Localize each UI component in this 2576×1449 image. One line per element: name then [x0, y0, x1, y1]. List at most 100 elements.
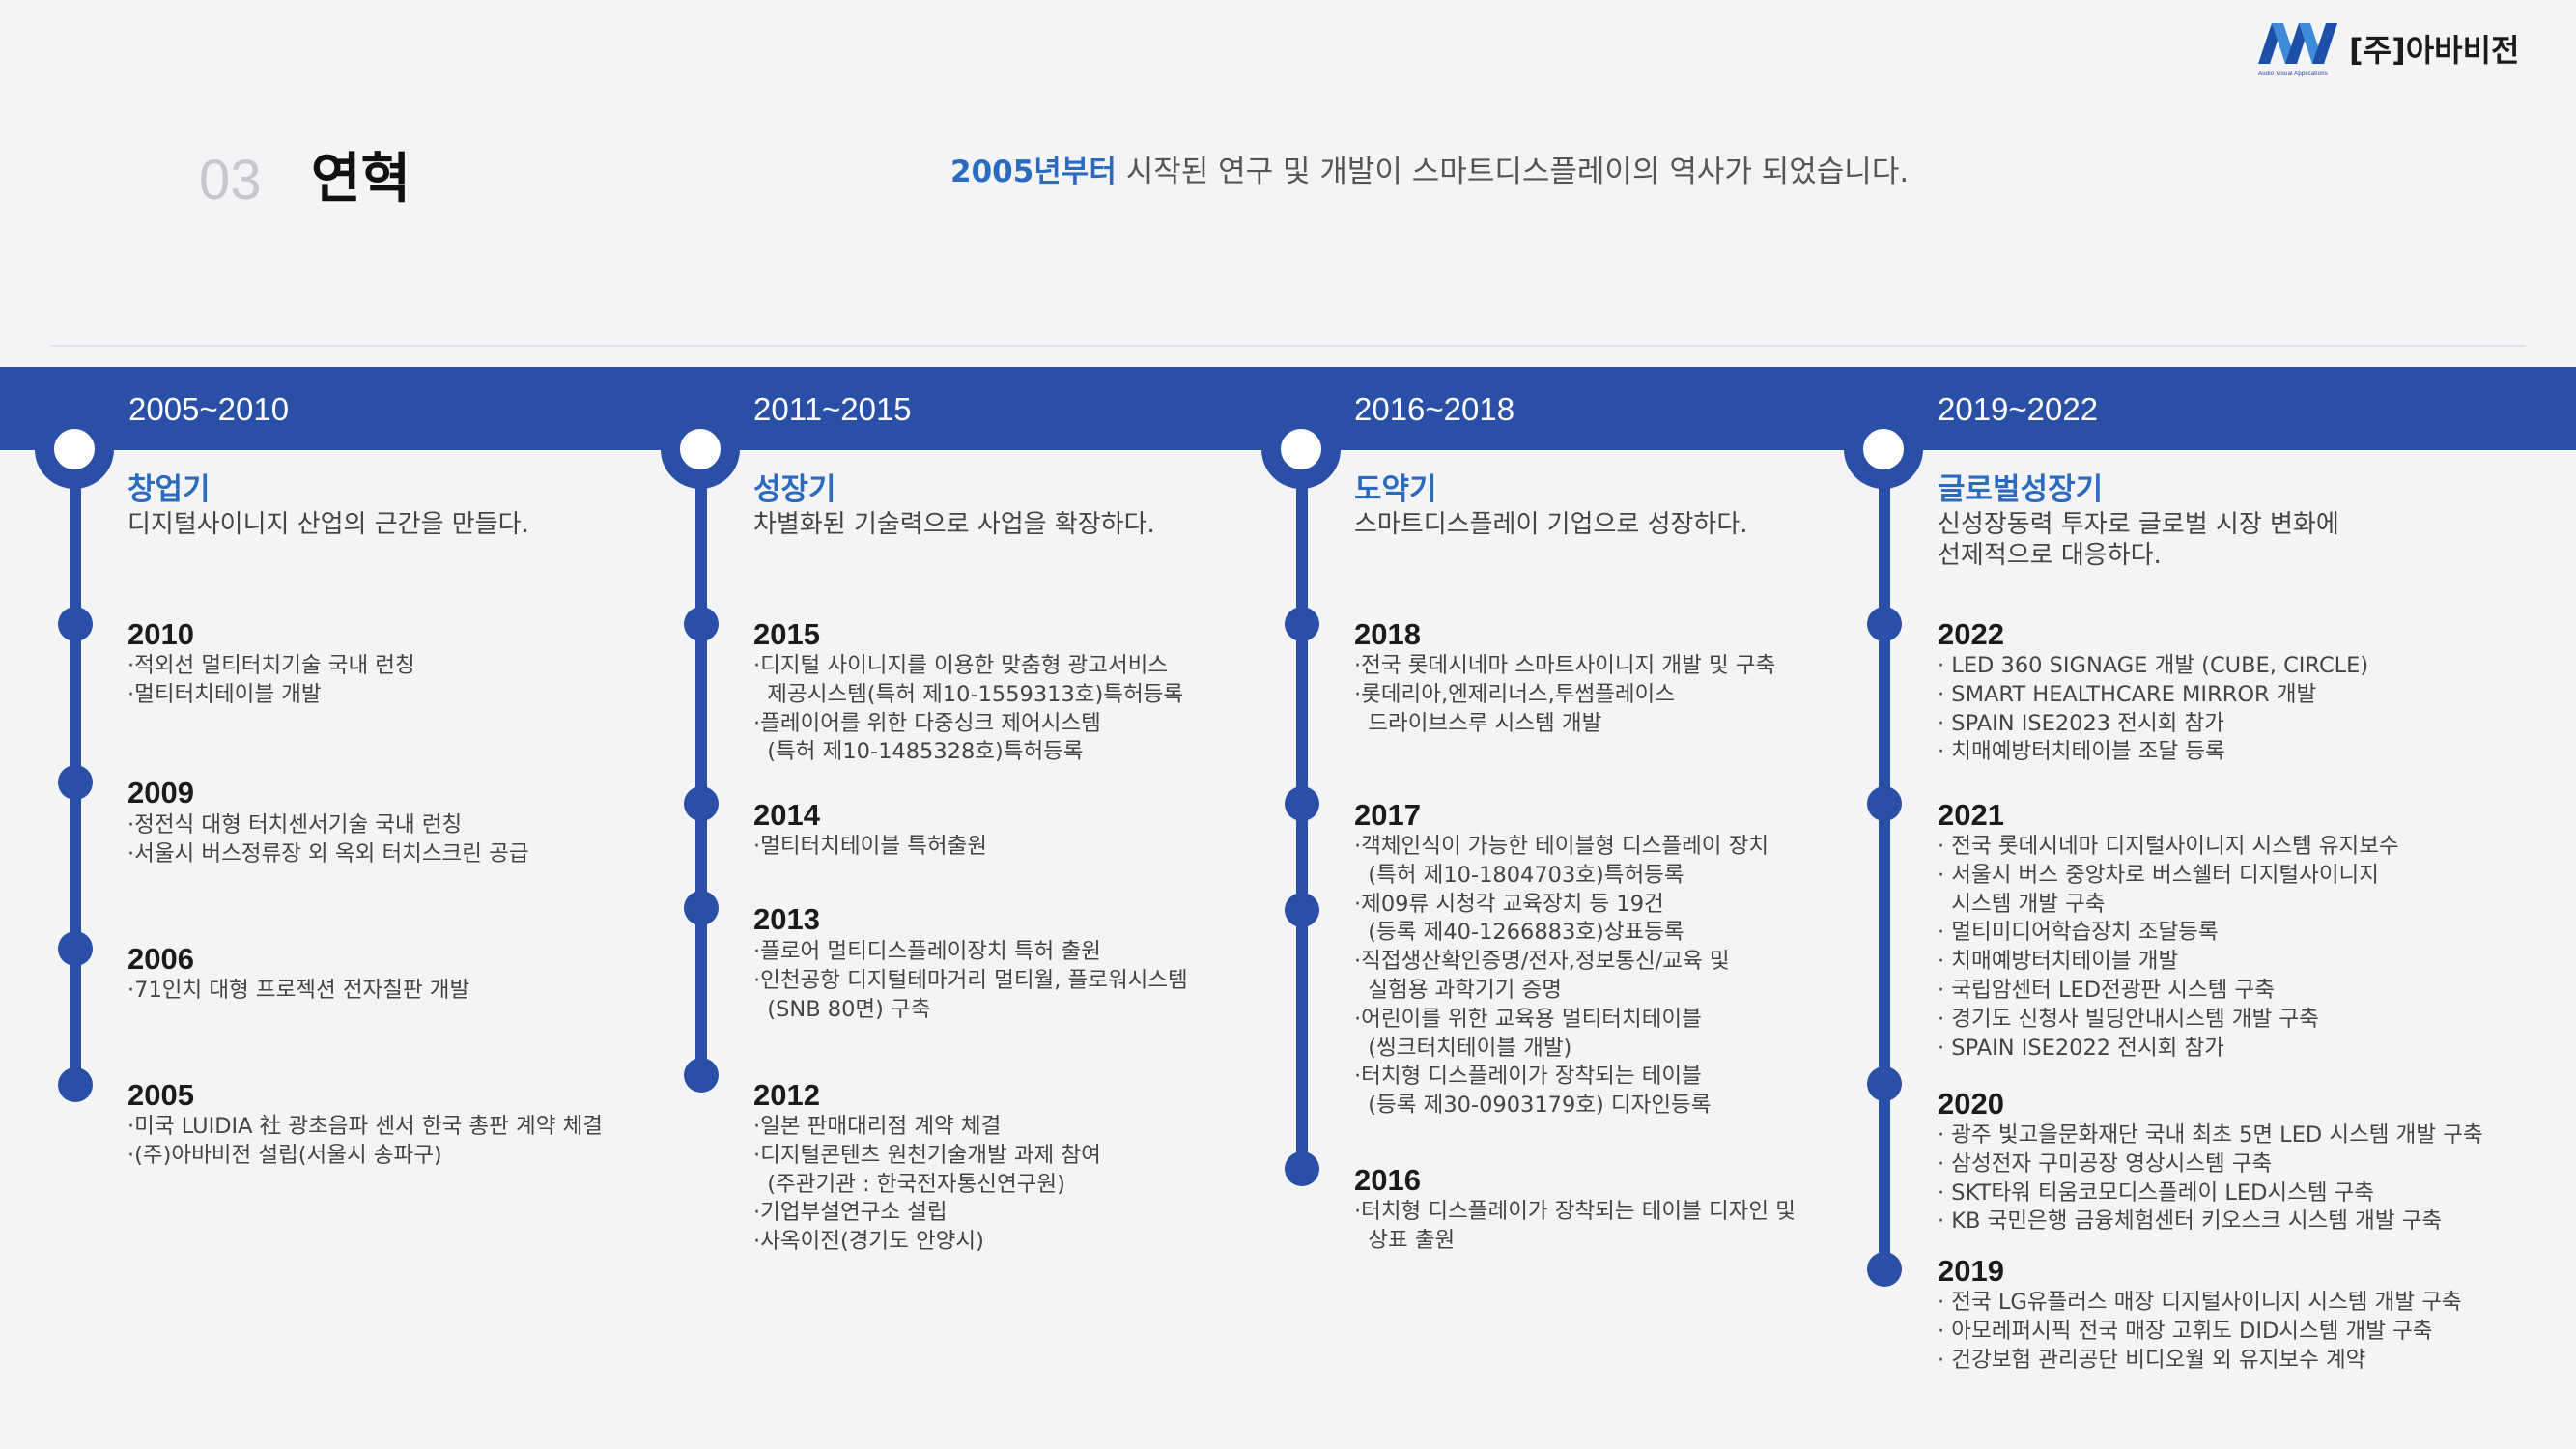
stage-title: 글로벌성장기 [1938, 472, 2104, 507]
year-marker [58, 607, 93, 641]
stage-title: 성장기 [753, 472, 836, 507]
timeline-line-2 [695, 444, 707, 1077]
year-label: 2020 [1938, 1087, 2004, 1121]
year-marker [1285, 893, 1319, 927]
history-item: 실험용 과학기기 증명 [1354, 977, 1562, 1003]
timeline-line-4 [1879, 444, 1890, 1270]
year-label: 2009 [127, 776, 194, 810]
stage-title: 도약기 [1354, 472, 1437, 507]
year-items: ·정전식 대형 터치센서기술 국내 런칭 ·서울시 버스정류장 외 옥외 터치스… [127, 811, 529, 869]
history-item: 시스템 개발 구축 [1938, 891, 2106, 917]
stage-desc: 디지털사이니지 산업의 근간을 만들다. [127, 510, 529, 539]
history-item: ·객체인식이 가능한 테이블형 디스플레이 장치 [1354, 834, 1769, 859]
year-marker [1867, 786, 1902, 821]
history-item: (등록 제40-1266883호)상표등록 [1354, 920, 1684, 946]
history-item: (특허 제10-1485328호)특허등록 [753, 739, 1084, 765]
year-items: ·플로어 멀티디스플레이장치 특허 출원 ·인천공항 디지털테마거리 멀티월, … [753, 938, 1188, 1024]
history-item: ·롯데리아,엔제리너스,투썸플레이스 [1354, 681, 1675, 707]
header-divider [50, 345, 2526, 347]
history-item: ·직접생산확인증명/전자,정보통신/교육 및 [1354, 949, 1730, 975]
period-label: 2019~2022 [1938, 391, 2099, 427]
history-item: · 삼성전자 구미공장 영상시스템 구축 [1938, 1151, 2273, 1177]
tagline-text: 시작된 연구 및 개발이 스마트디스플레이의 역사가 되었습니다. [1116, 155, 1910, 189]
history-item: 상표 출원 [1354, 1227, 1456, 1253]
year-marker [684, 891, 719, 925]
history-item: ·플레이어를 위한 다중싱크 제어시스템 [753, 710, 1101, 736]
year-label: 2010 [127, 617, 194, 651]
stage-desc: 신성장동력 투자로 글로벌 시장 변화에 선제적으로 대응하다. [1938, 510, 2339, 570]
history-item: · 경기도 신청사 빌딩안내시스템 개발 구축 [1938, 1006, 2319, 1032]
history-item: ·멀티터치테이블 특허출원 [753, 834, 988, 859]
year-items: ·적외선 멀티터치기술 국내 런칭 ·멀티터치테이블 개발 [127, 652, 415, 710]
stage-title: 창업기 [127, 472, 211, 507]
history-item: ·서울시 버스정류장 외 옥외 터치스크린 공급 [127, 840, 529, 867]
year-label: 2016 [1354, 1163, 1421, 1197]
year-items: · 전국 롯데시네마 디지털사이니지 시스템 유지보수 · 서울시 버스 중앙차… [1938, 833, 2399, 1063]
stage-desc: 스마트디스플레이 기업으로 성장하다. [1354, 510, 1748, 539]
history-item: ·멀티터치테이블 개발 [127, 681, 322, 707]
year-label: 2015 [753, 617, 820, 651]
timeline-start-ring [1854, 419, 1913, 479]
history-item: · 치매예방터치테이블 조달 등록 [1938, 739, 2225, 765]
history-item: ·디지털콘텐츠 원천기술개발 과제 참여 [753, 1142, 1101, 1168]
year-marker [1285, 786, 1319, 821]
year-label: 2005 [127, 1078, 194, 1112]
ava-logo-icon: Audio Visual Applications [2258, 21, 2337, 77]
timeline-start-ring [44, 419, 104, 479]
year-marker [58, 765, 93, 800]
year-label: 2018 [1354, 617, 1421, 651]
page-title: 연혁 [311, 148, 411, 211]
history-item: · 광주 빛고을문화재단 국내 최초 5면 LED 시스템 개발 구축 [1938, 1122, 2483, 1148]
history-item: · 아모레퍼시픽 전국 매장 고휘도 DID시스템 개발 구축 [1938, 1318, 2433, 1344]
history-item: ·정전식 대형 터치센서기술 국내 런칭 [127, 812, 463, 838]
year-marker [1285, 1151, 1319, 1186]
timeline-start-ring [1271, 419, 1331, 479]
tagline-highlight: 2005년부터 [950, 155, 1117, 189]
company-name: [주]아바비전 [2349, 32, 2520, 69]
year-items: ·일본 판매대리점 계약 체결 ·디지털콘텐츠 원천기술개발 과제 참여 (주관… [753, 1113, 1101, 1257]
history-item: ·71인치 대형 프로젝션 전자칠판 개발 [127, 978, 470, 1003]
history-item: ·인천공항 디지털테마거리 멀티월, 플로워시스템 [753, 967, 1188, 993]
period-label: 2011~2015 [753, 391, 912, 427]
year-items: ·미국 LUIDIA 社 광초음파 센서 한국 총판 계약 체결 ·(주)아바비… [127, 1113, 603, 1171]
year-items: · LED 360 SIGNAGE 개발 (CUBE, CIRCLE) · SM… [1938, 652, 2368, 767]
history-item: ·기업부설연구소 설립 [753, 1200, 948, 1226]
section-number: 03 [199, 149, 262, 212]
company-logo: Audio Visual Applications [주]아바비전 [2258, 21, 2520, 77]
history-item: ·(주)아바비전 설립(서울시 송파구) [127, 1142, 442, 1168]
timeline-start-ring [670, 419, 730, 479]
year-items: ·멀티터치테이블 특허출원 [753, 833, 987, 862]
history-item: 제공시스템(특허 제10-1559313호)특허등록 [753, 681, 1184, 707]
history-item: · SPAIN ISE2023 전시회 참가 [1938, 710, 2224, 736]
history-item: · SMART HEALTHCARE MIRROR 개발 [1938, 681, 2317, 707]
history-item: (주관기관 : 한국전자통신연구원) [753, 1171, 1065, 1197]
logo-subtitle: Audio Visual Applications [2258, 71, 2328, 77]
history-item: · KB 국민은행 금융체험센터 키오스크 시스템 개발 구축 [1938, 1208, 2443, 1235]
history-item: · 국립암센터 LED전광판 시스템 구축 [1938, 977, 2275, 1003]
history-item: (특허 제10-1804703호)특허등록 [1354, 862, 1684, 888]
history-item: · SPAIN ISE2022 전시회 참가 [1938, 1035, 2224, 1061]
history-item: ·터치형 디스플레이가 장착되는 테이블 디자인 및 [1354, 1199, 1796, 1224]
year-marker [58, 1067, 93, 1102]
year-marker [58, 931, 93, 966]
year-items: ·터치형 디스플레이가 장착되는 테이블 디자인 및 상표 출원 [1354, 1198, 1796, 1256]
history-item: · 건강보험 관리공단 비디오월 외 유지보수 계약 [1938, 1347, 2366, 1373]
history-item: ·제09류 시청각 교육장치 등 19건 [1354, 891, 1664, 917]
year-marker [1867, 1252, 1902, 1287]
year-marker [1285, 607, 1319, 641]
year-label: 2019 [1938, 1254, 2004, 1288]
year-items: ·전국 롯데시네마 스마트사이니지 개발 및 구축 ·롯데리아,엔제리너스,투썸… [1354, 652, 1775, 738]
year-items: · 광주 빛고을문화재단 국내 최초 5면 LED 시스템 개발 구축 · 삼성… [1938, 1122, 2483, 1236]
year-label: 2022 [1938, 617, 2004, 651]
tagline: 2005년부터 시작된 연구 및 개발이 스마트디스플레이의 역사가 되었습니다… [950, 155, 1909, 190]
year-label: 2013 [753, 902, 820, 936]
year-label: 2021 [1938, 798, 2004, 832]
period-label: 2016~2018 [1354, 391, 1515, 427]
history-item: ·어린이를 위한 교육용 멀티터치테이블 [1354, 1006, 1702, 1032]
history-item: (씽크터치테이블 개발) [1354, 1035, 1572, 1061]
history-item: ·적외선 멀티터치기술 국내 런칭 [127, 653, 415, 678]
history-item: · 전국 LG유플러스 매장 디지털사이니지 시스템 개발 구축 [1938, 1290, 2462, 1315]
history-item: · LED 360 SIGNAGE 개발 (CUBE, CIRCLE) [1938, 653, 2369, 678]
history-item: ·사옥이전(경기도 안양시) [753, 1229, 984, 1255]
year-marker [684, 786, 719, 821]
